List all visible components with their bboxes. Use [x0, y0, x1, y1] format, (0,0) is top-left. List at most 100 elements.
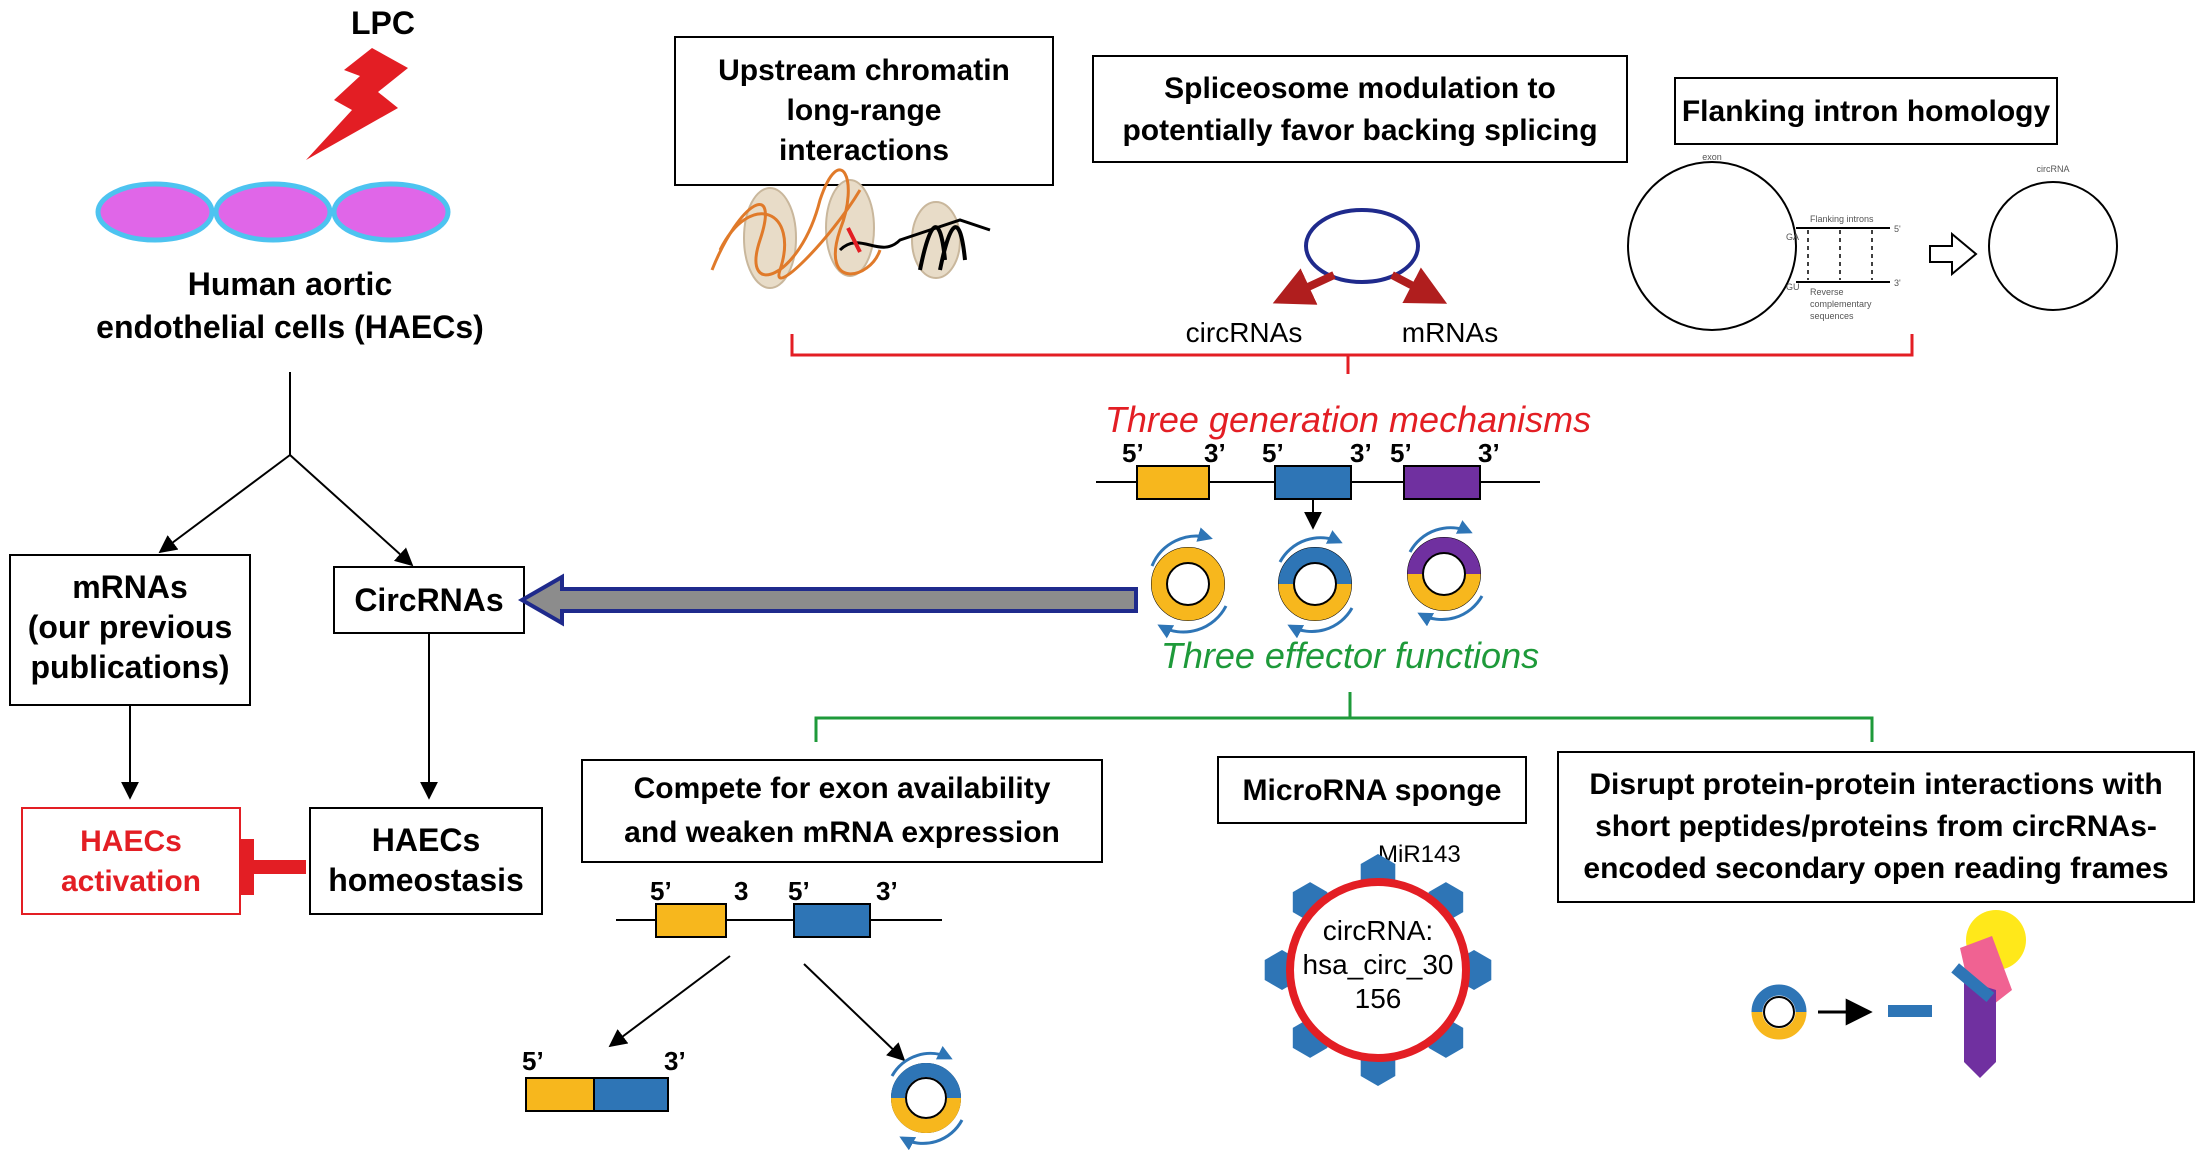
strip-three-1: 3’: [1204, 438, 1226, 468]
reverse-line3: sequences: [1810, 311, 1854, 321]
sponge-circ-line3: 156: [1355, 983, 1402, 1014]
exon-circle: [1627, 161, 1797, 331]
protein-purple: [1964, 980, 1996, 1078]
cell-2: [213, 181, 333, 243]
compete-box: Compete for exon availability and weaken…: [581, 759, 1103, 863]
exon-yellow: [1136, 465, 1210, 500]
three-generation-heading: Three generation mechanisms: [1105, 399, 1591, 440]
intron-three-prime: 3': [1894, 278, 1901, 288]
disrupt-graphic: [1751, 910, 2026, 1078]
green-effector-bracket: [814, 692, 1874, 742]
chromatin-line3: interactions: [779, 134, 949, 167]
homeostasis-line1: HAECs: [372, 822, 480, 858]
disrupt-line1: Disrupt protein-protein interactions wit…: [1589, 768, 2162, 801]
circrnas-label: CircRNAs: [354, 582, 503, 618]
exon-label: exon: [1702, 152, 1722, 162]
reverse-line2: complementary: [1810, 299, 1872, 309]
strip-three-3: 3’: [1478, 438, 1500, 468]
chromatin-loops-graphic: [710, 168, 991, 289]
compete-joined-yellow: [525, 1077, 595, 1112]
mrnas-line3: publications): [30, 649, 229, 685]
disrupt-box: Disrupt protein-protein interactions wit…: [1557, 751, 2195, 903]
intron-homology-graphic: exon GA GU Flanking introns 5' 3' Revers…: [1627, 152, 2118, 331]
gu-label: GU: [1786, 282, 1800, 292]
sponge-graphic: MiR143 circRNA: hsa_circ_30 156: [1264, 841, 1492, 1086]
three-effector-heading: Three effector functions: [1161, 635, 1539, 676]
splice-circrnas-label: circRNAs: [1186, 317, 1303, 348]
chromatin-box: Upstream chromatin long-range interactio…: [674, 36, 1054, 186]
exon-blue: [1274, 465, 1352, 500]
big-left-arrow: [517, 573, 1138, 627]
sponge-title: MicroRNA sponge: [1243, 774, 1502, 807]
spliceosome-graphic: circRNAs mRNAs: [1186, 208, 1498, 348]
compete-circrna-ring: [890, 1045, 964, 1151]
strip-five-3: 5’: [1390, 438, 1412, 468]
compete-graphic: 5’ 3 5’ 3’ 5’ 3’: [522, 876, 942, 1112]
intron-box: Flanking intron homology: [1674, 77, 2058, 145]
compete-exon-yellow: [655, 903, 727, 938]
cell-1: [95, 181, 215, 243]
open-arrow-icon: [1929, 231, 1978, 277]
sponge-box: MicroRNA sponge: [1217, 756, 1527, 824]
haecs-label-line1: Human aortic: [188, 266, 392, 302]
red-mechanisms-bracket: [790, 334, 1914, 374]
compete-exon-blue: [793, 903, 871, 938]
circrnas-box: CircRNAs: [333, 566, 525, 634]
disrupt-line2: short peptides/proteins from circRNAs-: [1595, 810, 2157, 843]
compete-three-a: 3: [734, 876, 748, 906]
sponge-circrna-ring: [1286, 878, 1470, 1062]
spliceosome-box: Spliceosome modulation to potentially fa…: [1092, 55, 1628, 163]
circrna-ring-yellow: [1150, 527, 1228, 639]
homeostasis-box: HAECs homeostasis: [309, 807, 543, 915]
mrnas-box: mRNAs (our previous publications): [9, 554, 251, 706]
inhibition-symbol: [240, 839, 306, 895]
exon-purple: [1403, 465, 1481, 500]
disrupt-circrna-ring: [1751, 984, 1807, 1040]
compete-bottom-three: 3’: [664, 1046, 686, 1076]
mrnas-line2: (our previous: [28, 609, 232, 645]
spliceosome-line1: Spliceosome modulation to: [1164, 72, 1556, 105]
circrna-ring-blue: [1278, 530, 1354, 639]
lpc-label: LPC: [351, 5, 415, 41]
intron-title: Flanking intron homology: [1682, 95, 2051, 128]
circrna-ring-purple: [1407, 520, 1484, 627]
chromatin-line1: Upstream chromatin: [718, 54, 1010, 87]
compete-joined-blue: [593, 1077, 669, 1112]
haecs-split-connector: [158, 372, 414, 567]
splice-mrnas-label: mRNAs: [1402, 317, 1498, 348]
spliceosome-circle: [1304, 208, 1420, 284]
circrna-circle: [1988, 181, 2118, 311]
circrna-label: circRNA: [2037, 164, 2070, 174]
compete-five-a: 5’: [650, 876, 672, 906]
strip-five-1: 5’: [1122, 438, 1144, 468]
endothelial-cells-graphic: [95, 181, 451, 243]
reverse-line1: Reverse: [1810, 287, 1844, 297]
mrnas-line1: mRNAs: [72, 569, 188, 605]
haecs-label-line2: endothelial cells (HAECs): [96, 309, 484, 345]
activation-line2: activation: [61, 865, 201, 898]
compete-line2: and weaken mRNA expression: [624, 816, 1060, 849]
exon-strip: 5’ 3’ 5’ 3’ 5’ 3’: [1096, 438, 1540, 530]
sponge-circ-line1: circRNA:: [1323, 915, 1433, 946]
activation-line1: HAECs: [80, 825, 182, 858]
sponge-circ-line2: hsa_circ_30: [1303, 949, 1454, 980]
short-peptide: [1888, 1005, 1932, 1017]
strip-five-2: 5’: [1262, 438, 1284, 468]
compete-line1: Compete for exon availability: [634, 772, 1051, 805]
disrupt-line3: encoded secondary open reading frames: [1583, 852, 2168, 885]
intron-five-prime: 5': [1894, 224, 1901, 234]
chromatin-line2: long-range: [787, 94, 942, 127]
ga-label: GA: [1786, 232, 1799, 242]
compete-five-b: 5’: [788, 876, 810, 906]
flanking-introns-label: Flanking introns: [1810, 214, 1874, 224]
protein-blue-bar: [1951, 963, 1995, 1003]
strip-three-2: 3’: [1350, 438, 1372, 468]
homeostasis-line2: homeostasis: [328, 862, 524, 898]
compete-three-b: 3’: [876, 876, 898, 906]
spliceosome-line2: potentially favor backing splicing: [1122, 114, 1597, 147]
activation-box: HAECs activation: [21, 807, 241, 915]
compete-bottom-five: 5’: [522, 1046, 544, 1076]
lightning-bolt-icon: [306, 48, 408, 160]
cell-3: [331, 181, 451, 243]
